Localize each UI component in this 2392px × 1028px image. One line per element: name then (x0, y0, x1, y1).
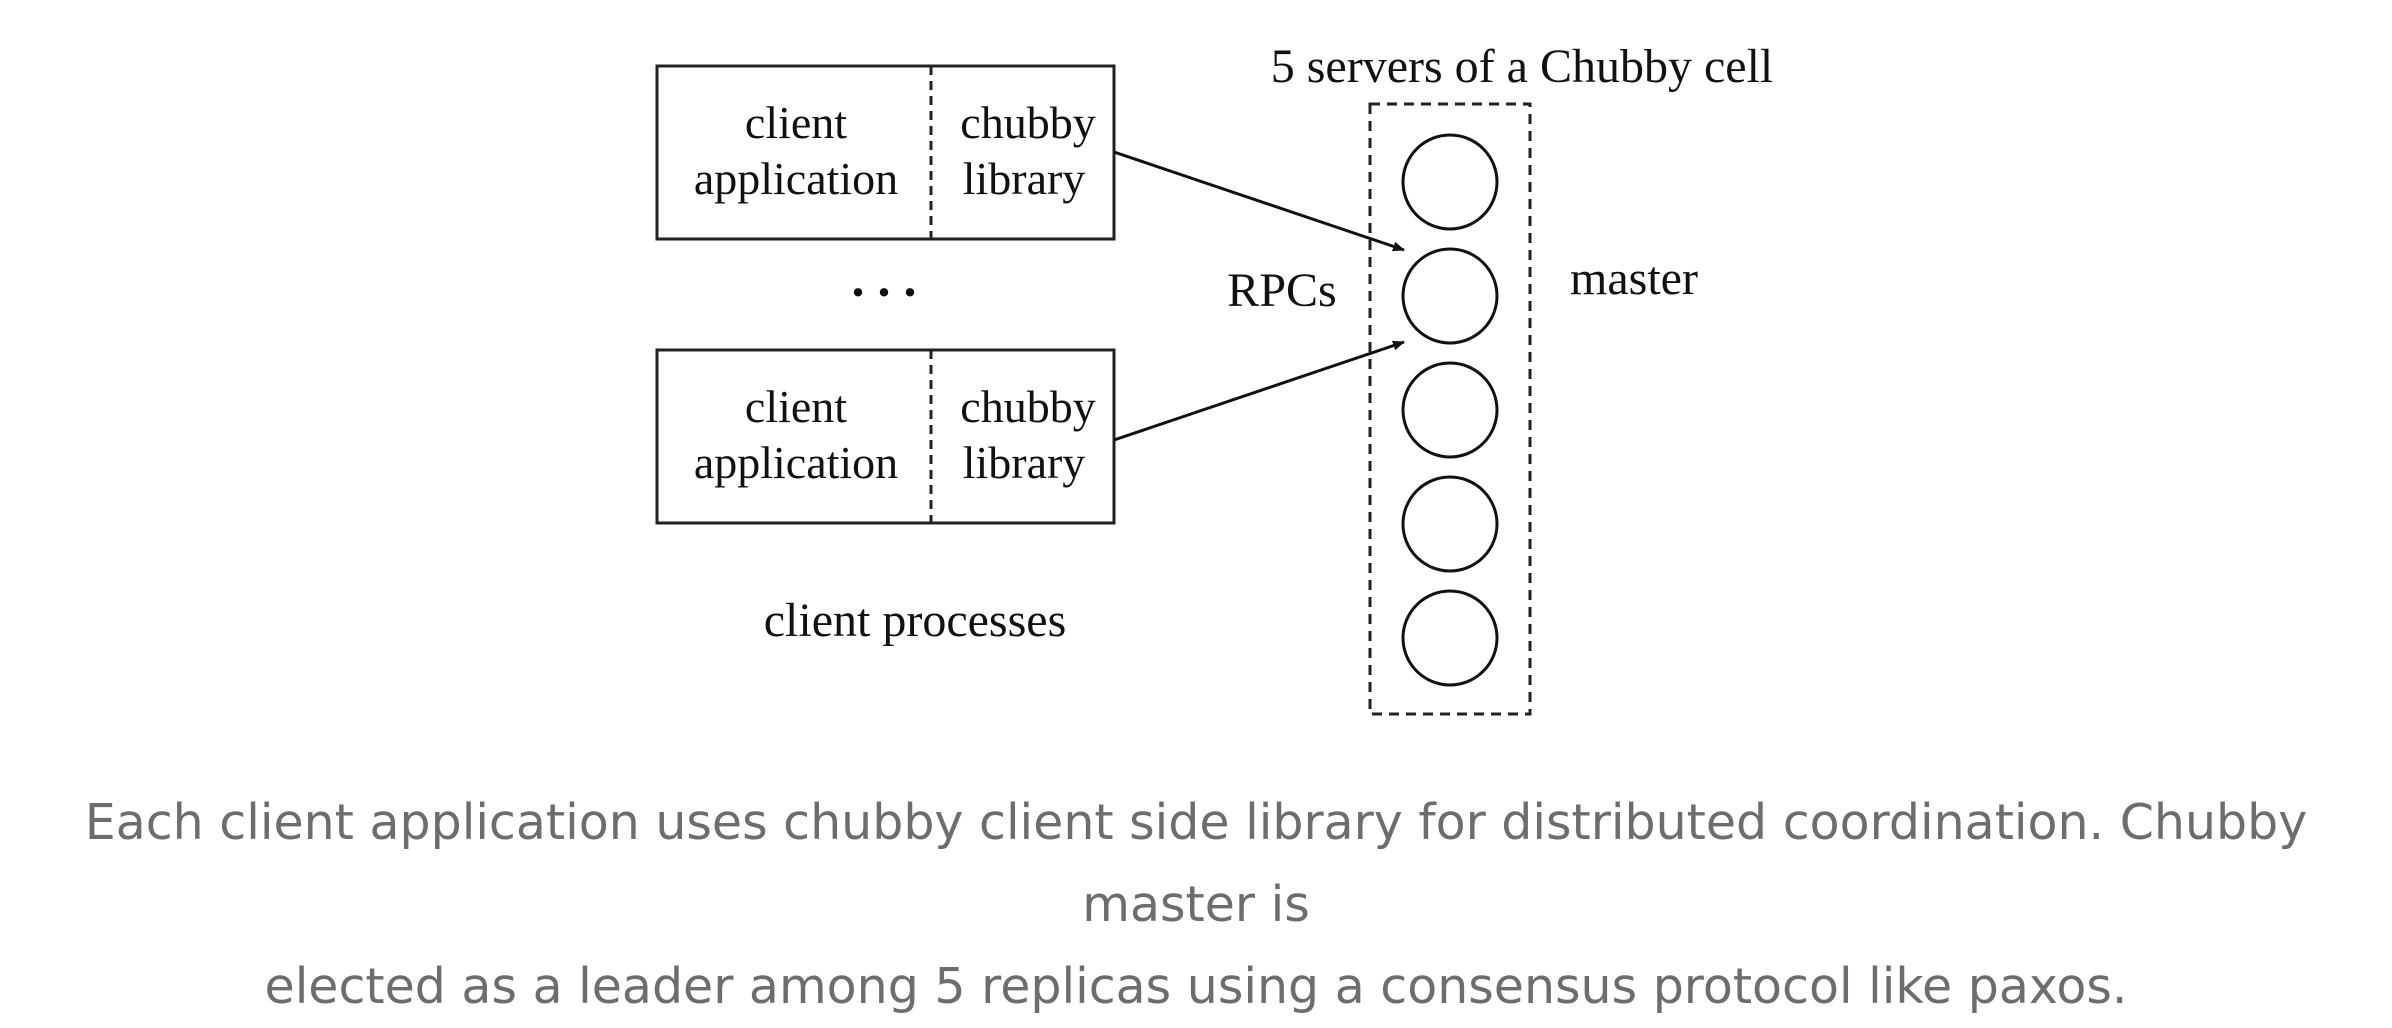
rpc-arrow-top (1113, 150, 1405, 252)
figure-caption: Each client application uses chubby clie… (0, 782, 2392, 1028)
rpc-arrow-bottom (1113, 340, 1405, 442)
client-process-box-1: client application chubby library (655, 64, 1116, 241)
server-master (1401, 247, 1499, 345)
chubby-library-label-line2: library (963, 153, 1086, 204)
client-process-outline (655, 348, 1116, 525)
client-application-label-line1: client (745, 381, 847, 432)
rpcs-label: RPCs (1227, 264, 1336, 317)
client-process-box-2: client application chubby library (655, 348, 1116, 525)
server-replica-5 (1401, 589, 1499, 687)
chubby-library-label-line1: chubby (960, 97, 1095, 148)
master-label: master (1570, 252, 1698, 305)
chubby-servers (1401, 133, 1499, 687)
server-replica-3 (1401, 361, 1499, 459)
caption-line-1: Each client application uses chubby clie… (84, 794, 2308, 933)
server-replica-1 (1401, 133, 1499, 231)
chubby-library-label-line1: chubby (960, 381, 1095, 432)
chubby-cell-title: 5 servers of a Chubby cell (1271, 40, 1774, 93)
client-application-label-line2: application (694, 153, 898, 204)
clients-ellipsis: . . . (852, 251, 917, 308)
chubby-architecture-diagram: 5 servers of a Chubby cell client applic… (655, 40, 1774, 716)
client-application-label-line1: client (745, 97, 847, 148)
client-processes-label: client processes (764, 594, 1067, 647)
client-application-label-line2: application (694, 437, 898, 488)
chubby-library-label-line2: library (963, 437, 1086, 488)
caption-line-2: elected as a leader among 5 replicas usi… (264, 958, 2128, 1015)
server-replica-4 (1401, 475, 1499, 573)
chubby-cell-boundary (1368, 102, 1532, 716)
